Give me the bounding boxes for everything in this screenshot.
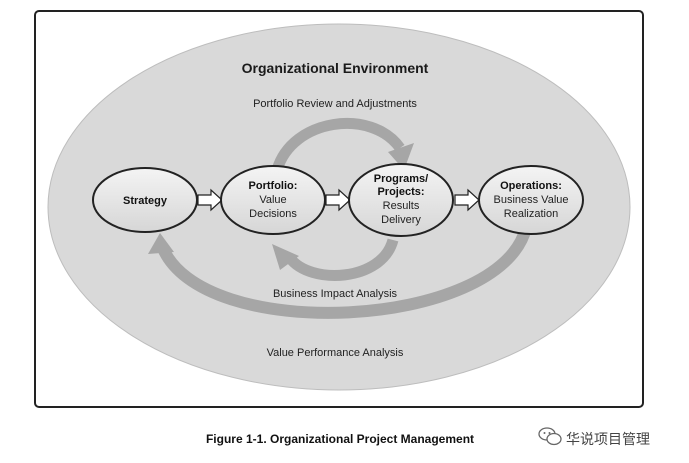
business-impact-arrow [272,238,399,281]
node-portfolio-line2: Decisions [249,208,297,220]
watermark-text: 华说项目管理 [566,431,650,447]
watermark: 华说项目管理 [538,427,650,447]
label-value-performance: Value Performance Analysis [267,347,404,359]
connector-arrow-programs-operations [454,188,480,212]
connector-arrow-portfolio-programs [325,188,351,212]
node-programs-line1: Results [383,200,420,212]
value-performance-arrow [148,226,532,319]
node-programs-title-2: Projects: [377,186,424,198]
node-strategy-title: Strategy [123,195,168,207]
node-portfolio-title: Portfolio: [249,180,298,192]
node-operations-line1: Business Value [493,194,568,206]
connector-arrow-strategy-portfolio [197,188,223,212]
node-operations-title: Operations: [500,180,562,192]
node-operations: Operations: Business Value Realization [478,165,584,235]
portfolio-review-arrow [271,117,414,172]
node-portfolio-line1: Value [259,194,286,206]
node-portfolio: Portfolio: Value Decisions [220,165,326,235]
node-programs-line2: Delivery [381,214,421,226]
node-strategy: Strategy [92,167,198,233]
label-portfolio-review: Portfolio Review and Adjustments [253,98,417,110]
wechat-icon [538,427,562,446]
node-operations-line2: Realization [504,208,558,220]
node-programs-title-1: Programs/ [374,173,428,185]
figure-caption: Figure 1-1. Organizational Project Manag… [206,432,474,446]
label-business-impact: Business Impact Analysis [273,288,398,300]
node-programs: Programs/ Projects: Results Delivery [348,163,454,237]
diagram-title: Organizational Environment [242,60,429,76]
